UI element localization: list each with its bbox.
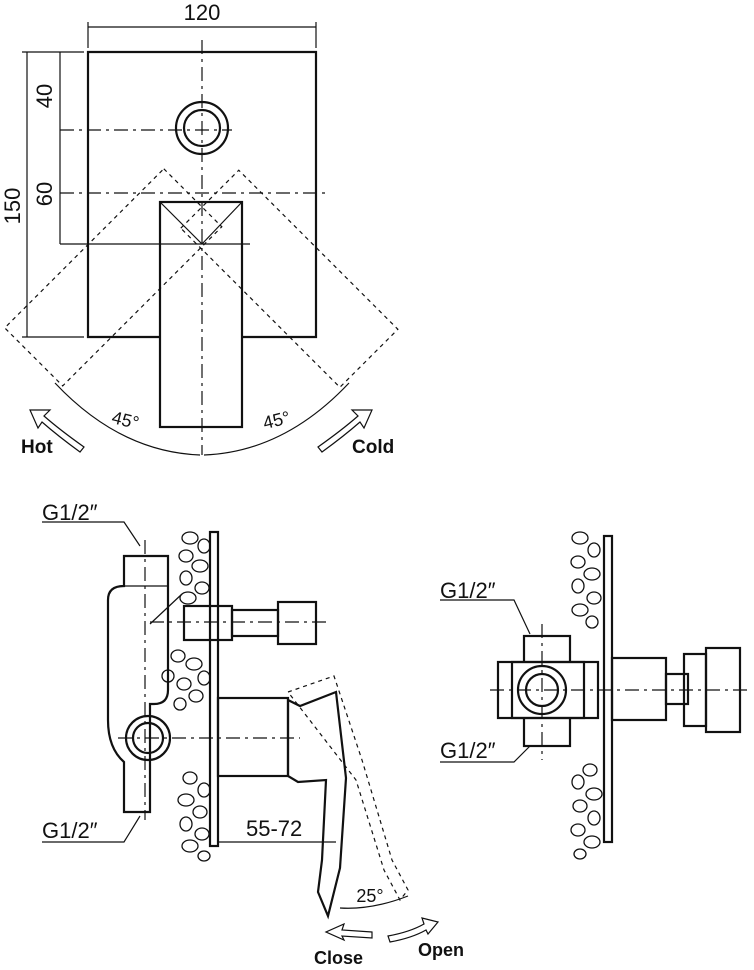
- dim-middle-label: 60: [32, 182, 57, 206]
- bottom-port-inner: [131, 721, 165, 755]
- thread-label-back-bottom: G1/2″: [440, 738, 496, 763]
- dim-depth-label: 55-72: [246, 816, 302, 841]
- leader-top: [42, 521, 141, 547]
- dim-height-label: 150: [0, 188, 25, 225]
- lever-arm-ghost: [287, 675, 409, 902]
- diverter-knob-outer: [174, 100, 230, 156]
- wall-plate-side: [208, 530, 220, 848]
- lever-ghost-hot: [3, 167, 223, 387]
- leader-bottom: [42, 815, 141, 843]
- dim-upper-label: 40: [32, 84, 57, 108]
- lever-housing: [216, 696, 290, 778]
- thread-label-side-top: G1/2″: [42, 500, 98, 525]
- angle-lever-label: 25°: [356, 886, 383, 906]
- cold-arrow-icon: [317, 409, 373, 453]
- wall-stones-back: [570, 531, 603, 860]
- back-stem: [664, 672, 690, 706]
- back-cap: [704, 646, 742, 734]
- hot-label: Hot: [21, 437, 53, 458]
- lever-ghost-cold: [179, 169, 399, 389]
- leader-back-top: [440, 599, 531, 635]
- back-view: [440, 531, 750, 860]
- dim-width-label: 120: [184, 0, 221, 25]
- close-label: Close: [314, 948, 363, 968]
- open-label: Open: [418, 940, 464, 960]
- side-view: [42, 521, 440, 943]
- diverter-stem: [230, 608, 280, 638]
- diverter-knob-inner: [182, 108, 222, 148]
- cold-label: Cold: [352, 437, 394, 458]
- close-arrow-icon: [324, 922, 373, 942]
- hot-arrow-icon: [29, 409, 85, 453]
- leader-back-bottom: [440, 745, 531, 763]
- diverter-link: [149, 593, 183, 625]
- open-arrow-icon: [387, 917, 440, 943]
- diverter-cap: [276, 600, 318, 646]
- wall-plate-back: [602, 534, 614, 844]
- lever-diagonal-a: [159, 201, 203, 245]
- lever-arm: [286, 690, 348, 920]
- thread-label-side-bottom: G1/2″: [42, 818, 98, 843]
- angle-arc-left: [54, 382, 201, 456]
- thread-label-back-top: G1/2″: [440, 578, 496, 603]
- lever-angle-arc: [339, 895, 409, 909]
- lever-diagonal-b: [201, 201, 243, 245]
- lever-handle: [158, 200, 244, 429]
- wall-stones-side: [161, 531, 211, 862]
- angle-arc-right: [203, 382, 350, 456]
- angle-right-label: 45°: [261, 407, 292, 433]
- angle-left-label: 45°: [110, 407, 141, 433]
- diverter-stem-base: [182, 604, 234, 642]
- valve-body: [106, 554, 170, 814]
- back-coupling: [610, 656, 668, 722]
- front-view: [3, 22, 399, 456]
